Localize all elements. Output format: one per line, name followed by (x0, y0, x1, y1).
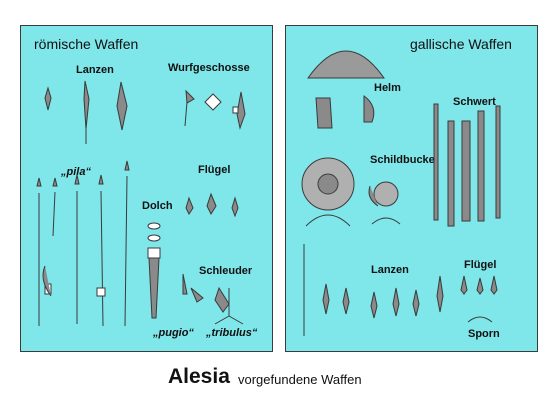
roman-weapons-title: römische Waffen (34, 36, 139, 52)
gallic-spur-drawing (467, 316, 493, 323)
roman-pila-label: „pila“ (61, 166, 91, 178)
roman-dagger-drawing (147, 222, 161, 319)
roman-lances-label: Lanzen (76, 64, 114, 76)
roman-lance-drawing (44, 80, 128, 144)
gallic-shield-boss-drawing (301, 157, 401, 227)
roman-projectiles-label: Wurfgeschosse (168, 62, 250, 74)
roman-tribulus-drawing (214, 288, 244, 325)
site-title: Alesia (168, 365, 230, 388)
gallic-fins-label: Flügel (464, 259, 497, 271)
gallic-shield-boss-label: Schildbuckel (370, 154, 438, 166)
roman-pila-drawing (36, 160, 130, 327)
roman-fins-drawing (185, 192, 239, 218)
gallic-sword-drawing (433, 103, 501, 227)
roman-weapons-illustration (36, 80, 246, 327)
roman-sling-drawing (182, 273, 230, 313)
gallic-helmet-label: Helm (374, 82, 401, 94)
gallic-sword-label: Schwert (453, 96, 496, 108)
site-subtitle: vorgefundene Waffen (238, 372, 362, 387)
gallic-lance-drawing (303, 244, 444, 336)
roman-pugio-label: „pugio“ (153, 327, 194, 339)
gallic-weapons-title: gallische Waffen (410, 36, 512, 52)
roman-fins-label: Flügel (198, 164, 231, 176)
gallic-weapons-illustration (301, 50, 501, 336)
roman-dagger-label: Dolch (142, 200, 173, 212)
roman-sling-label: Schleuder (199, 265, 253, 277)
roman-tribulus-label: „tribulus“ (206, 327, 258, 339)
gallic-fins-drawing (460, 275, 498, 295)
gallic-spur-label: Sporn (468, 328, 500, 340)
roman-weapons-panel: römische Waffen Lanzen Wurfgeschosse „pi… (20, 25, 273, 352)
gallic-helmet-drawing (307, 50, 385, 129)
roman-projectile-drawing (184, 89, 246, 130)
gallic-weapons-panel: gallische Waffen Helm Schwert Schildbuck… (285, 25, 538, 352)
gallic-lances-label: Lanzen (371, 264, 409, 276)
